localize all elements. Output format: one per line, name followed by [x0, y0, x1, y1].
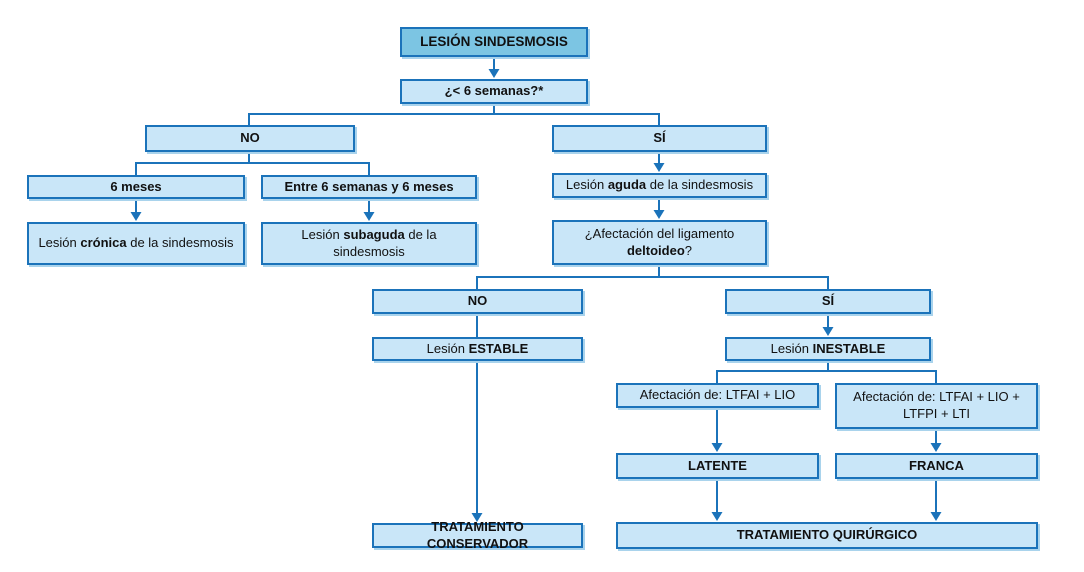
connector-afectacion-deltoideo--no-deltoideo: [476, 265, 660, 290]
node-no-6-semanas: NO: [145, 125, 355, 152]
node-afectacion-deltoideo: ¿Afectación del ligamento deltoideo?: [552, 220, 767, 265]
node-lesion-cronica: Lesión crónica de la sindesmosis: [27, 222, 245, 265]
node-no-deltoideo: NO: [372, 289, 583, 314]
arrowhead-icon: [488, 69, 500, 78]
arrowhead-icon: [130, 212, 142, 221]
connector-lesion-inestable--afectacion-ltfai-lio: [716, 361, 829, 384]
node-entre-6-semanas-y-6-meses: Entre 6 semanas y 6 meses: [261, 175, 477, 199]
node-latente: LATENTE: [616, 453, 819, 479]
arrowhead-icon: [471, 513, 483, 522]
connector-menos-6-semanas--no-6-semanas: [248, 104, 495, 126]
node-lesion-subaguda: Lesión subaguda de la sindesmosis: [261, 222, 477, 265]
connector-lesion-inestable--afectacion-ltfai-lio-ltfpi-lti: [827, 361, 937, 384]
node-afectacion-ltfai-lio-ltfpi-lti: Afectación de: LTFAI + LIO + LTFPI + LTI: [835, 383, 1038, 429]
connector-afectacion-deltoideo--si-deltoideo: [658, 265, 829, 290]
node-menos-6-semanas: ¿< 6 semanas?*: [400, 79, 588, 104]
arrowhead-icon: [930, 443, 942, 452]
node-franca: FRANCA: [835, 453, 1038, 479]
connector-no-6-semanas--6-meses: [135, 152, 250, 176]
node-si-6-semanas: SÍ: [552, 125, 767, 152]
node-afectacion-ltfai-lio: Afectación de: LTFAI + LIO: [616, 383, 819, 408]
arrowhead-icon: [822, 327, 834, 336]
arrowhead-icon: [363, 212, 375, 221]
arrowhead-icon: [711, 512, 723, 521]
node-6-meses: 6 meses: [27, 175, 245, 199]
node-tratamiento-conservador: TRATAMIENTO CONSERVADOR: [372, 519, 583, 551]
arrowhead-icon: [653, 210, 665, 219]
node-lesion-aguda: Lesión aguda de la sindesmosis: [552, 173, 767, 198]
connector-no-6-semanas--entre-6-semanas-y-6-meses: [248, 152, 370, 176]
connector-menos-6-semanas--si-6-semanas: [493, 104, 660, 126]
arrowhead-icon: [653, 163, 665, 172]
node-si-deltoideo: SÍ: [725, 289, 931, 314]
node-lesion-estable: Lesión ESTABLE: [372, 337, 583, 361]
arrowhead-icon: [930, 512, 942, 521]
node-lesion-sindesmosis: LESIÓN SINDESMOSIS: [400, 27, 588, 57]
arrowhead-icon: [711, 443, 723, 452]
node-tratamiento-quirurgico: TRATAMIENTO QUIRÚRGICO: [616, 522, 1038, 549]
node-lesion-inestable: Lesión INESTABLE: [725, 337, 931, 361]
